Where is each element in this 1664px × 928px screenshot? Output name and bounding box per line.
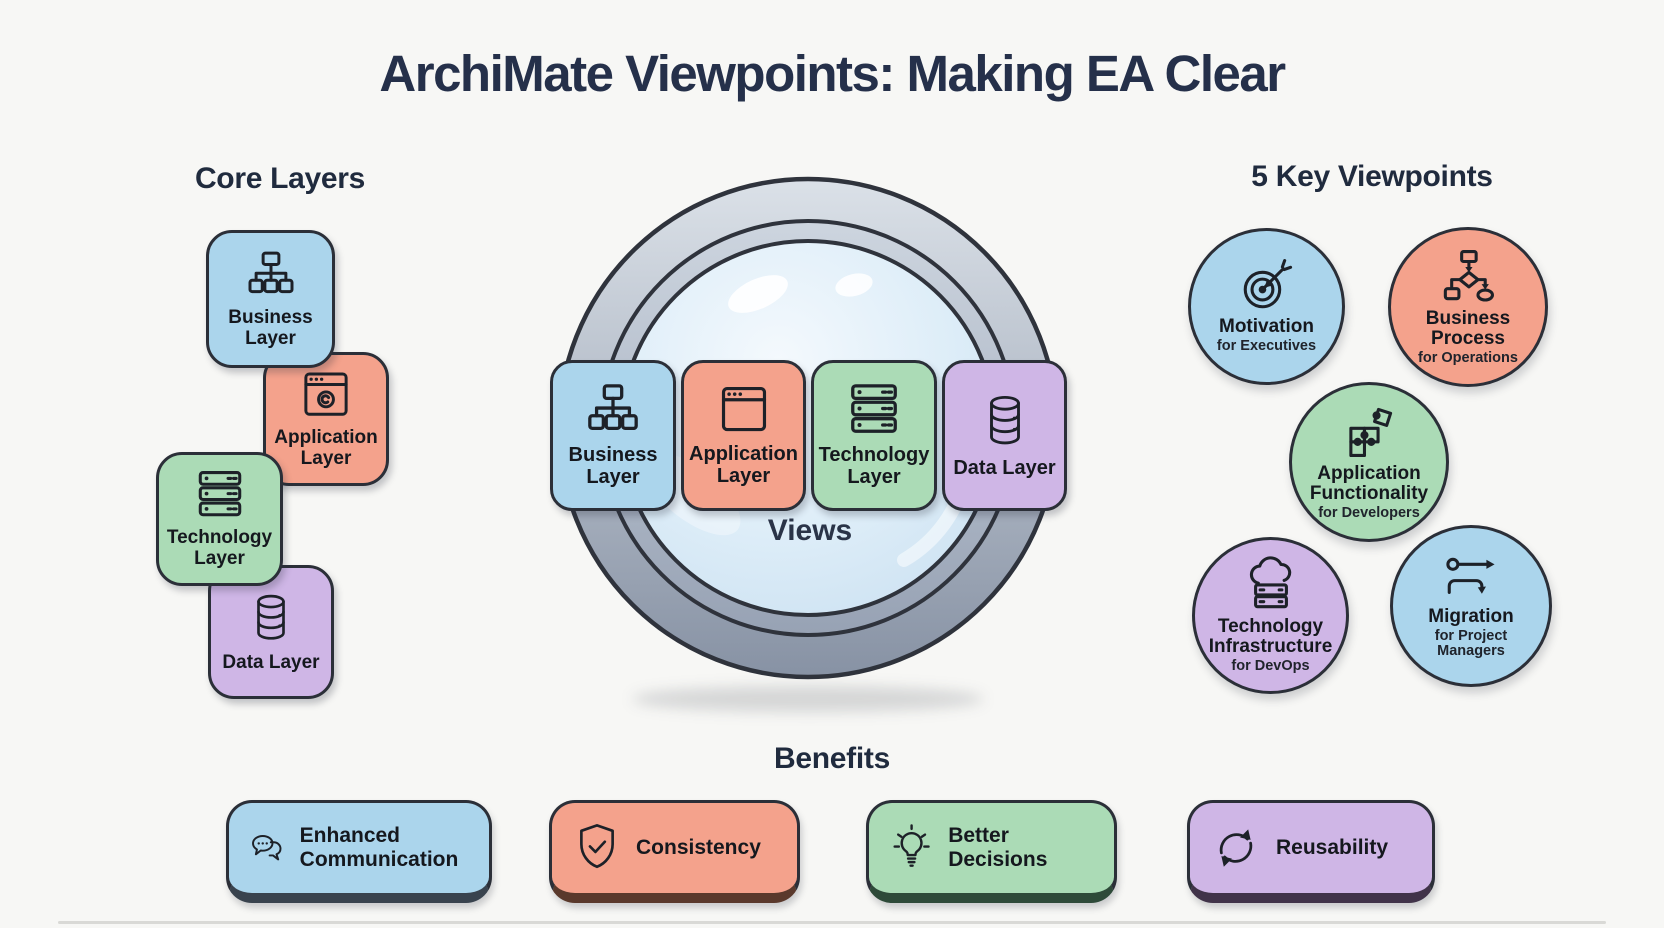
layer-label: Technology Layer — [166, 526, 273, 569]
viewpoint-audience: for Project Managers — [1434, 628, 1508, 660]
migration-arrow-icon — [1446, 558, 1495, 595]
lens-drop-shadow — [632, 686, 984, 712]
viewpoint-audience: for Operations — [1418, 349, 1518, 366]
core-data-layer-card: Data Layer — [208, 565, 334, 699]
view-application-layer-card: Application Layer — [681, 360, 806, 511]
view-technology-layer-card: Technology Layer — [811, 360, 937, 511]
benefit-enhanced-communication-pill: Enhanced Communication — [226, 800, 492, 903]
bottom-edge-line — [58, 921, 1606, 924]
layer-label: Data Layer — [222, 652, 320, 674]
layer-label: Application Layer — [274, 426, 378, 469]
cycle-arrows-icon — [1219, 829, 1253, 867]
layer-label: Business Layer — [568, 444, 658, 488]
viewpoint-audience: for DevOps — [1231, 658, 1310, 675]
benefit-reusability-pill: Reusability — [1187, 800, 1435, 903]
viewpoint-migration-circle: Migration for Project Managers — [1390, 525, 1552, 687]
benefit-label: Consistency — [636, 836, 761, 860]
benefit-better-decisions-pill: Better Decisions — [866, 800, 1117, 903]
layer-label: Business Layer — [228, 306, 313, 349]
server-stack-icon — [198, 471, 241, 517]
layer-label: Technology Layer — [818, 444, 930, 488]
org-chart-icon — [248, 251, 293, 294]
flowchart-icon — [1443, 249, 1495, 302]
viewpoint-motivation-circle: Motivation for Executives — [1188, 228, 1345, 385]
viewpoint-audience: for Developers — [1318, 504, 1420, 521]
server-stack-icon — [851, 384, 897, 434]
views-caption: Views — [767, 514, 853, 547]
browser-window-icon — [304, 372, 348, 416]
benefit-consistency-pill: Consistency — [549, 800, 800, 903]
core-layers-heading: Core Layers — [194, 162, 366, 195]
view-business-layer-card: Business Layer — [550, 360, 676, 511]
target-arrow-icon — [1243, 259, 1292, 309]
viewpoint-business-process-circle: Business Process for Operations — [1388, 227, 1548, 387]
viewpoint-title: Business Process — [1425, 307, 1511, 349]
database-icon — [257, 595, 285, 640]
viewpoint-title: Technology Infrastructure — [1208, 616, 1333, 658]
magnifier-icon — [556, 176, 1060, 680]
lightbulb-icon — [893, 824, 930, 867]
layer-label: Application Layer — [689, 443, 798, 487]
core-technology-layer-card: Technology Layer — [156, 452, 283, 586]
benefit-label: Better Decisions — [948, 824, 1048, 871]
viewpoint-technology-infrastructure-circle: Technology Infrastructure for DevOps — [1192, 537, 1349, 694]
database-icon — [989, 396, 1020, 445]
core-application-layer-card: Application Layer — [263, 352, 389, 486]
benefit-label: Enhanced Communication — [299, 824, 459, 871]
viewpoint-audience: for Executives — [1216, 338, 1317, 355]
viewpoint-title: Application Functionality — [1309, 462, 1429, 504]
viewpoint-application-functionality-circle: Application Functionality for Developers — [1289, 382, 1449, 542]
speech-bubbles-icon — [252, 834, 282, 861]
core-business-layer-card: Business Layer — [206, 230, 335, 368]
viewpoint-title: Motivation — [1219, 316, 1314, 338]
shield-check-icon — [580, 824, 614, 869]
puzzle-pieces-icon — [1349, 407, 1393, 457]
browser-window-icon — [721, 387, 766, 432]
benefit-label: Reusability — [1276, 836, 1389, 860]
viewpoint-title: Migration — [1428, 606, 1514, 628]
page-title: ArchiMate Viewpoints: Making EA Clear — [379, 45, 1286, 102]
view-data-layer-card: Data Layer — [942, 360, 1067, 511]
org-chart-icon — [588, 384, 638, 431]
magnifying-lens — [552, 172, 1064, 684]
cloud-server-icon — [1249, 556, 1291, 609]
viewpoints-heading: 5 Key Viewpoints — [1251, 160, 1493, 193]
benefits-heading: Benefits — [774, 742, 890, 775]
layer-label: Data Layer — [953, 457, 1056, 480]
